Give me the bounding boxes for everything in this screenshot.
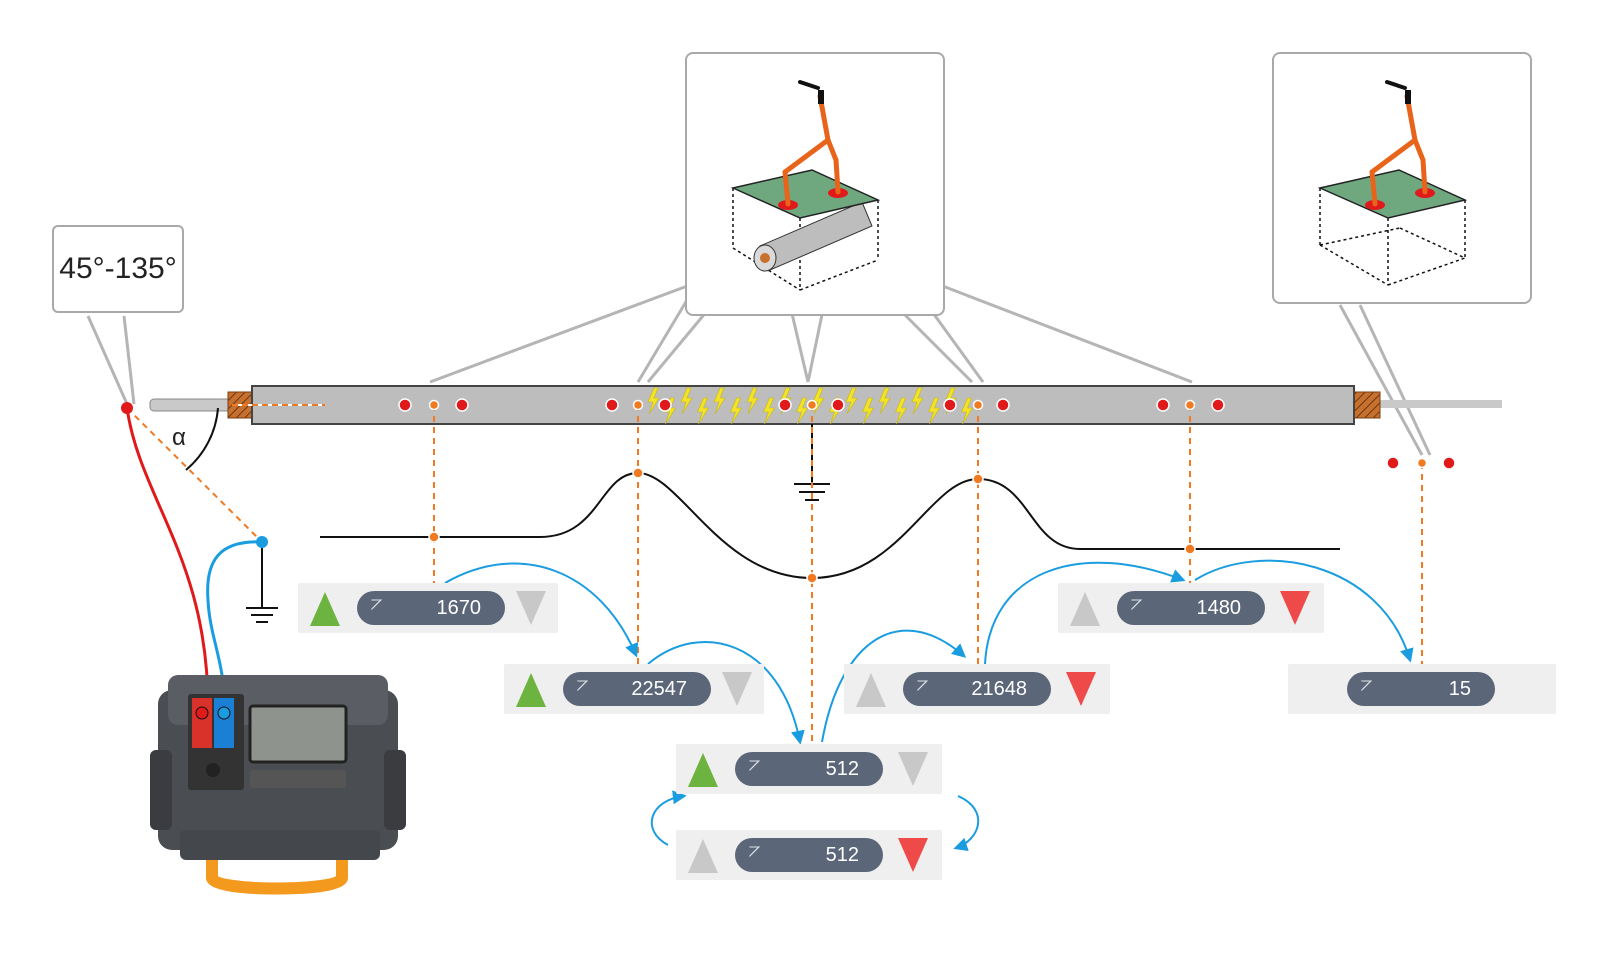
reading-value: 1670	[436, 597, 482, 619]
up-arrow-icon	[1070, 592, 1100, 626]
reading-panel: ⦢ 15	[1288, 664, 1556, 714]
angle-label: 45°-135°	[59, 252, 177, 285]
probe-spike-dot	[778, 398, 792, 412]
flow-arrows	[444, 559, 1414, 852]
spark-mark	[895, 397, 908, 425]
reading-value: 1480	[1196, 597, 1242, 619]
reading-panel: ⦢ 1480	[1058, 583, 1324, 633]
spark-mark	[746, 387, 759, 415]
down-arrow-icon	[898, 838, 928, 872]
probe-spike-dot	[1211, 398, 1225, 412]
spark-mark	[730, 397, 743, 425]
reading-pill: ⦢ 512	[735, 838, 883, 872]
up-arrow-icon	[516, 673, 546, 707]
spark-mark	[796, 397, 809, 425]
reading-panel: ⦢ 512	[676, 830, 942, 880]
down-arrow-icon	[516, 591, 546, 625]
spark-mark	[928, 397, 941, 425]
alpha-label: α	[172, 424, 186, 451]
spark-mark	[862, 397, 875, 425]
probe-symbol-icon: ⦢	[1361, 678, 1373, 695]
reading-pill: ⦢ 21648	[903, 672, 1051, 706]
down-arrow-icon	[722, 672, 752, 706]
probe-spike-dot	[1156, 398, 1170, 412]
probe-center-dot	[632, 399, 644, 411]
probe-symbol-icon: ⦢	[917, 678, 929, 695]
reading-value: 21648	[971, 678, 1027, 700]
reading-value: 512	[825, 844, 859, 866]
buried-cable-icon	[753, 201, 873, 272]
reading-panel: ⦢ 512	[676, 744, 942, 794]
probe-spike-dot	[996, 398, 1010, 412]
reading-value: 15	[1448, 678, 1471, 700]
angle-arc	[185, 407, 219, 471]
probe-center-dot	[428, 399, 440, 411]
spark-mark	[713, 387, 726, 415]
meter-device-icon	[150, 675, 406, 895]
spark-mark	[961, 397, 974, 425]
red-lead-tip	[121, 402, 133, 414]
signal-curve	[320, 471, 1340, 580]
probe-spike-dot	[455, 398, 469, 412]
down-arrow-icon	[1280, 591, 1310, 625]
reading-pill: ⦢ 1670	[357, 591, 505, 625]
red-lead	[125, 407, 210, 715]
spark-mark	[680, 387, 693, 415]
zoom-box-cable	[685, 52, 945, 316]
probe-positions	[398, 398, 1456, 584]
probe-spike-dot	[398, 398, 412, 412]
probe-spike-dot	[943, 398, 957, 412]
probe-spike-dot	[831, 398, 845, 412]
blue-lead-tip	[256, 536, 268, 548]
up-arrow-icon	[310, 592, 340, 626]
reading-panel: ⦢ 1670	[298, 583, 558, 633]
probe-center-dot	[1184, 399, 1196, 411]
reading-pill: ⦢ 1480	[1117, 591, 1265, 625]
ground-symbol-icon	[246, 548, 278, 623]
spark-mark	[845, 387, 858, 415]
spark-mark	[647, 387, 660, 415]
cable	[149, 385, 1502, 425]
probe-spike-dot	[1442, 456, 1456, 470]
a-frame-probe-icon	[1369, 93, 1428, 207]
up-arrow-icon	[856, 673, 886, 707]
down-arrow-icon	[898, 752, 928, 786]
probe-spike-dot	[605, 398, 619, 412]
down-arrow-icon	[1066, 672, 1096, 706]
reading-panel: ⦢ 22547	[504, 664, 764, 714]
up-arrow-icon	[688, 753, 718, 787]
probe-symbol-icon: ⦢	[371, 597, 383, 614]
spark-mark	[697, 397, 710, 425]
zoom-box-no-cable	[1272, 52, 1532, 304]
reading-pill: ⦢ 15	[1347, 672, 1495, 706]
probe-symbol-icon: ⦢	[1131, 597, 1143, 614]
curve-point	[1184, 543, 1196, 555]
probe-spike-dot	[658, 398, 672, 412]
probe-symbol-icon: ⦢	[749, 758, 761, 775]
spark-mark	[664, 397, 677, 425]
probe-spike-dot	[1386, 456, 1400, 470]
curve-point	[806, 572, 818, 584]
curve-point	[632, 467, 644, 479]
blue-lead	[206, 540, 263, 715]
reading-pill: ⦢ 512	[735, 752, 883, 786]
curve-point	[428, 531, 440, 543]
spark-mark	[878, 387, 891, 415]
probe-center-dot	[972, 399, 984, 411]
spark-mark	[911, 387, 924, 415]
probe-symbol-icon: ⦢	[577, 678, 589, 695]
reading-panel: ⦢ 21648	[844, 664, 1110, 714]
reading-value: 512	[825, 758, 859, 780]
reading-value: 22547	[631, 678, 687, 700]
up-arrow-icon	[688, 839, 718, 873]
reading-pill: ⦢ 22547	[563, 672, 711, 706]
probe-center-dot	[1416, 457, 1428, 469]
probe-symbol-icon: ⦢	[749, 844, 761, 861]
callout-lines	[86, 283, 1432, 456]
spark-mark	[763, 397, 776, 425]
angle-label-box: 45°-135°	[52, 225, 184, 313]
probe-center-dot	[806, 399, 818, 411]
curve-point	[972, 473, 984, 485]
